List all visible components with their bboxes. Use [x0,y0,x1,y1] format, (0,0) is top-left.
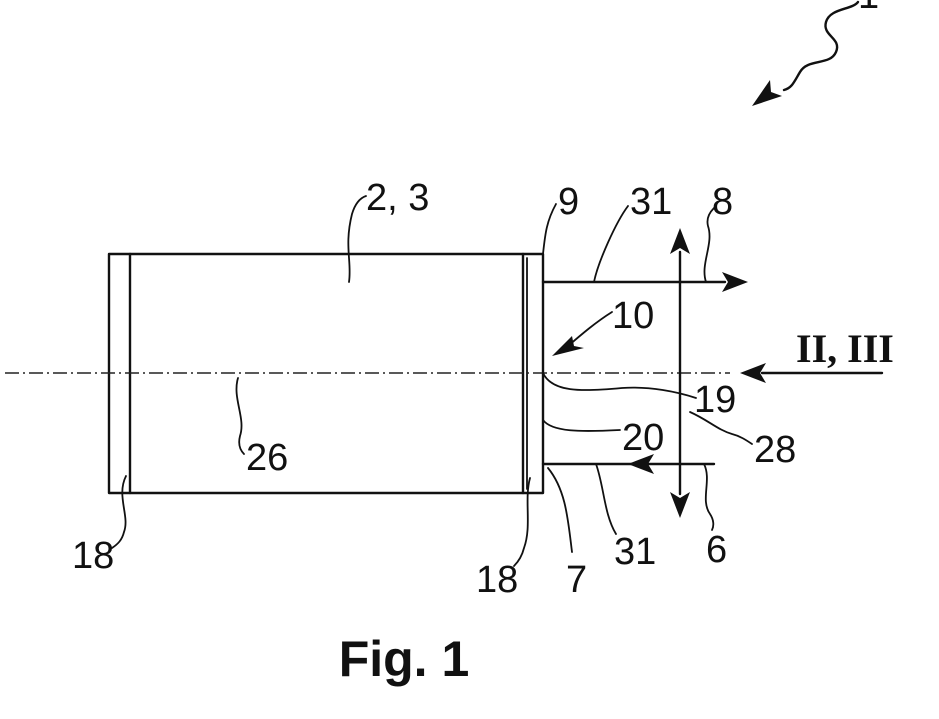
wavy-arrow-1-head [752,80,782,106]
ref-8: 8 [712,181,733,223]
ref-19: 19 [694,379,736,421]
ref-7: 7 [566,559,587,601]
leader-2-3 [348,196,366,282]
ref-28: 28 [754,429,796,471]
ref-20: 20 [622,417,664,459]
ref-18-right: 18 [476,559,518,601]
ref-31-bottom: 31 [614,531,656,573]
ref-1: 1 [858,0,879,17]
leader-7 [548,468,572,552]
ref-26: 26 [246,437,288,479]
leader-6 [704,464,713,530]
ref-6: 6 [706,529,727,571]
figure-caption: Fig. 1 [339,631,470,687]
ref-18-left: 18 [72,535,114,577]
leader-9 [543,204,556,254]
double-arrow-top-head [670,228,690,254]
leader-20 [543,420,620,431]
double-arrow-bottom-head [670,492,690,518]
leader-19 [543,373,696,398]
leader-31-bottom [596,464,616,534]
ref-10: 10 [612,295,654,337]
ref-31-top: 31 [630,181,672,223]
leader-10 [568,312,612,346]
ref-9: 9 [558,181,579,223]
leader-26 [236,378,244,454]
ref-2-3: 2, 3 [366,177,429,219]
leader-31-top [594,206,628,282]
ref-view-ii-iii: II, III [796,326,894,371]
wavy-leader-1 [784,2,858,90]
leader-10-arrowhead [552,336,584,356]
